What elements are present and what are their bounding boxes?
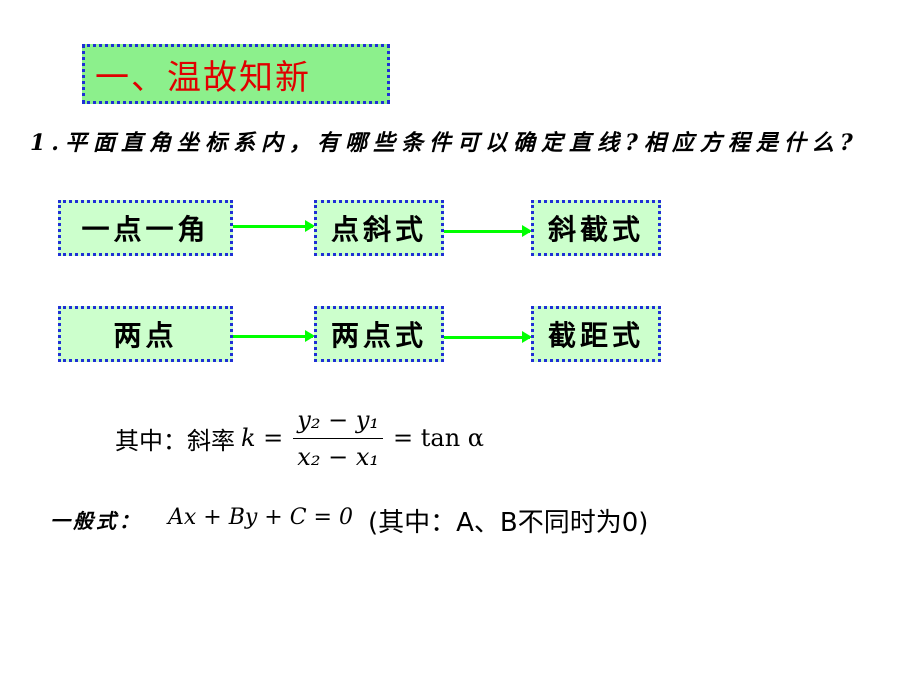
flow-arrow bbox=[444, 225, 532, 237]
page-title: 一、温故知新 bbox=[95, 57, 311, 98]
flow-node-two-point-form: 两点式 bbox=[314, 306, 444, 362]
formula-denominator: x₂ − x₁ bbox=[297, 442, 379, 471]
flow-node-label: 一点一角 bbox=[81, 213, 210, 246]
flow-node-label: 两点 bbox=[113, 319, 178, 352]
general-form-note: (其中：A、B不同时为0) bbox=[368, 508, 649, 538]
formula-k: k = bbox=[241, 424, 284, 452]
general-form-equation: Ax + By + C = 0 bbox=[168, 505, 353, 530]
general-form: 一般式： Ax + By + C = 0 bbox=[50, 505, 353, 534]
flow-node-intercept-form: 截距式 bbox=[531, 306, 661, 362]
question-text: 1.平面直角坐标系内，有哪些条件可以确定直线?相应方程是什么? bbox=[30, 130, 859, 156]
general-form-label: 一般式： bbox=[50, 509, 142, 533]
flow-arrow bbox=[233, 220, 315, 232]
formula-prefix: 其中：斜率 bbox=[115, 426, 235, 455]
title-box: 一、温故知新 bbox=[82, 44, 390, 104]
flow-arrow bbox=[444, 331, 532, 343]
flow-node-point-slope: 点斜式 bbox=[314, 200, 444, 256]
flow-node-two-points: 两点 bbox=[58, 306, 233, 362]
slope-formula: 其中：斜率 k = y₂ − y₁ x₂ − x₁ = tan α bbox=[115, 398, 484, 478]
flow-node-slope-intercept: 斜截式 bbox=[531, 200, 661, 256]
formula-result: = tan α bbox=[393, 424, 484, 452]
flow-arrow bbox=[233, 330, 315, 342]
formula-fraction: y₂ − y₁ x₂ − x₁ bbox=[293, 406, 384, 471]
flow-node-one-point-one-angle: 一点一角 bbox=[58, 200, 233, 256]
flow-node-label: 两点式 bbox=[330, 319, 427, 352]
flow-node-label: 点斜式 bbox=[330, 213, 427, 246]
formula-numerator: y₂ − y₁ bbox=[293, 406, 384, 439]
flow-node-label: 斜截式 bbox=[547, 213, 644, 246]
flow-node-label: 截距式 bbox=[547, 319, 644, 352]
